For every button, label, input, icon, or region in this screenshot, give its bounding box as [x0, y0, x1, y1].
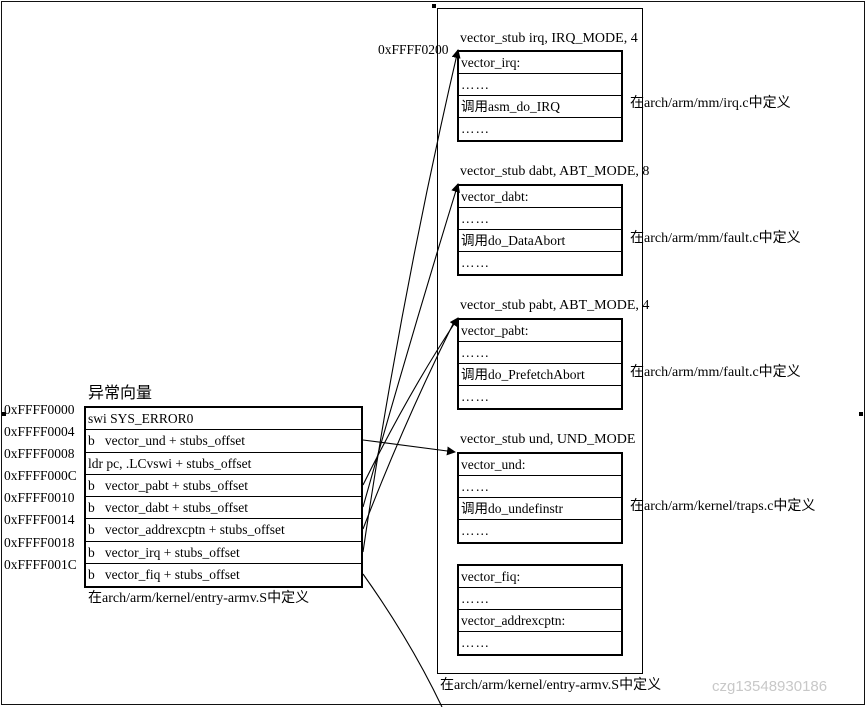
stub-row: ……: [461, 635, 490, 650]
vector-address: 0xFFFF0000: [4, 402, 75, 417]
stub-note-und: 在arch/arm/kernel/traps.c中定义: [630, 499, 816, 514]
arrow-und: [362, 439, 456, 456]
vector-entry: b vector_addrexcptn + stubs_offset: [86, 519, 361, 542]
vector-entry: b vector_fiq + stubs_offset: [88, 567, 240, 583]
stub-row: vector_pabt:: [459, 320, 621, 342]
vector-entry: b vector_irq + stubs_offset: [86, 542, 361, 565]
stub-row: vector_und:: [459, 454, 621, 476]
stub-row: vector_dabt:: [459, 186, 621, 208]
stubs-base-address: 0xFFFF0200: [378, 42, 449, 57]
arrow-dabt: [362, 183, 460, 508]
vector-table: swi SYS_ERROR0 b vector_und + stubs_offs…: [84, 406, 363, 589]
stub-title-dabt: vector_stub dabt, ABT_MODE, 8: [460, 164, 650, 179]
stub-row: ……: [459, 208, 621, 230]
stub-row: ……: [459, 342, 621, 364]
stub-note-pabt: 在arch/arm/mm/fault.c中定义: [630, 365, 801, 380]
stub-box-irq: vector_irq: …… 调用asm_do_IRQ ……: [457, 50, 623, 142]
arrow-pabt: [362, 317, 459, 486]
corner-marker: [432, 4, 436, 8]
stub-row: vector_addrexcptn:: [459, 610, 621, 632]
vector-table-title: 异常向量: [88, 385, 153, 402]
watermark: czg13548930186: [712, 678, 828, 695]
vector-table-caption: 在arch/arm/kernel/entry-armv.S中定义: [88, 591, 310, 606]
stub-note-dabt: 在arch/arm/mm/fault.c中定义: [630, 231, 801, 246]
stub-box-dabt: vector_dabt: …… 调用do_DataAbort ……: [457, 184, 623, 276]
vector-entry: swi SYS_ERROR0: [86, 408, 361, 431]
stub-box-fiq: vector_fiq: …… vector_addrexcptn: ……: [457, 564, 623, 656]
vector-entry: b vector_pabt + stubs_offset: [86, 475, 361, 498]
vector-address: 0xFFFF0010: [4, 490, 75, 505]
vector-entry: ldr pc, .LCvswi + stubs_offset: [86, 453, 361, 475]
stub-row: ……: [461, 121, 490, 136]
stub-title-pabt: vector_stub pabt, ABT_MODE, 4: [460, 298, 650, 313]
stub-box-und: vector_und: …… 调用do_undefinstr ……: [457, 452, 623, 544]
stub-box-pabt: vector_pabt: …… 调用do_PrefetchAbort ……: [457, 318, 623, 410]
vector-address: 0xFFFF0018: [4, 535, 75, 550]
stub-row: 调用asm_do_IRQ: [459, 96, 621, 118]
stub-row: ……: [461, 389, 490, 404]
vector-entry: b vector_und + stubs_offset: [86, 430, 361, 453]
stubs-caption: 在arch/arm/kernel/entry-armv.S中定义: [440, 678, 662, 693]
vector-address: 0xFFFF0004: [4, 424, 75, 439]
stub-note-irq: 在arch/arm/mm/irq.c中定义: [630, 96, 791, 111]
vector-address: 0xFFFF001C: [4, 557, 77, 572]
arrow-irq: [362, 49, 461, 553]
stub-row: ……: [459, 74, 621, 96]
stub-row: vector_fiq:: [459, 566, 621, 588]
stub-row: 调用do_PrefetchAbort: [459, 364, 621, 386]
vector-address: 0xFFFF000C: [4, 468, 77, 483]
arrow-addrexcptn: [362, 319, 456, 530]
arrow-fiq: [362, 573, 443, 707]
vector-address: 0xFFFF0008: [4, 446, 75, 461]
side-marker: [859, 412, 863, 416]
stub-title-irq: vector_stub irq, IRQ_MODE, 4: [460, 31, 638, 46]
side-marker: [2, 412, 6, 416]
stub-row: ……: [461, 255, 490, 270]
vector-address: 0xFFFF0014: [4, 512, 75, 527]
vector-entry: b vector_dabt + stubs_offset: [86, 497, 361, 520]
stub-row: ……: [461, 523, 490, 538]
stub-row: ……: [459, 588, 621, 610]
stub-row: ……: [459, 476, 621, 498]
stubs-region: [437, 8, 643, 674]
stub-row: 调用do_undefinstr: [459, 498, 621, 520]
stub-row: vector_irq:: [459, 52, 621, 74]
stub-row: 调用do_DataAbort: [459, 230, 621, 252]
stub-title-und: vector_stub und, UND_MODE: [460, 432, 636, 447]
